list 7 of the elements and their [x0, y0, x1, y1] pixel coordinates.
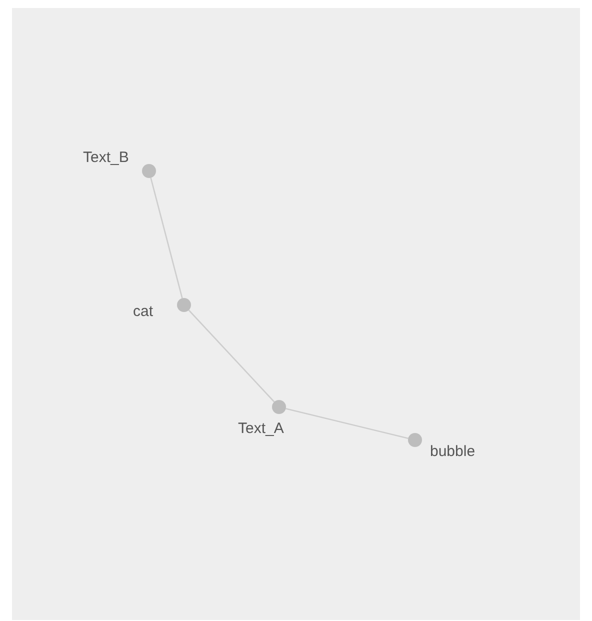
connector-line — [150, 178, 183, 298]
node-label: bubble — [430, 443, 476, 461]
node-label: Text_B — [83, 149, 129, 167]
node-label: Text_A — [238, 420, 284, 438]
node-label: cat — [133, 303, 154, 321]
connector-line — [286, 408, 408, 439]
connector-line — [188, 310, 275, 402]
